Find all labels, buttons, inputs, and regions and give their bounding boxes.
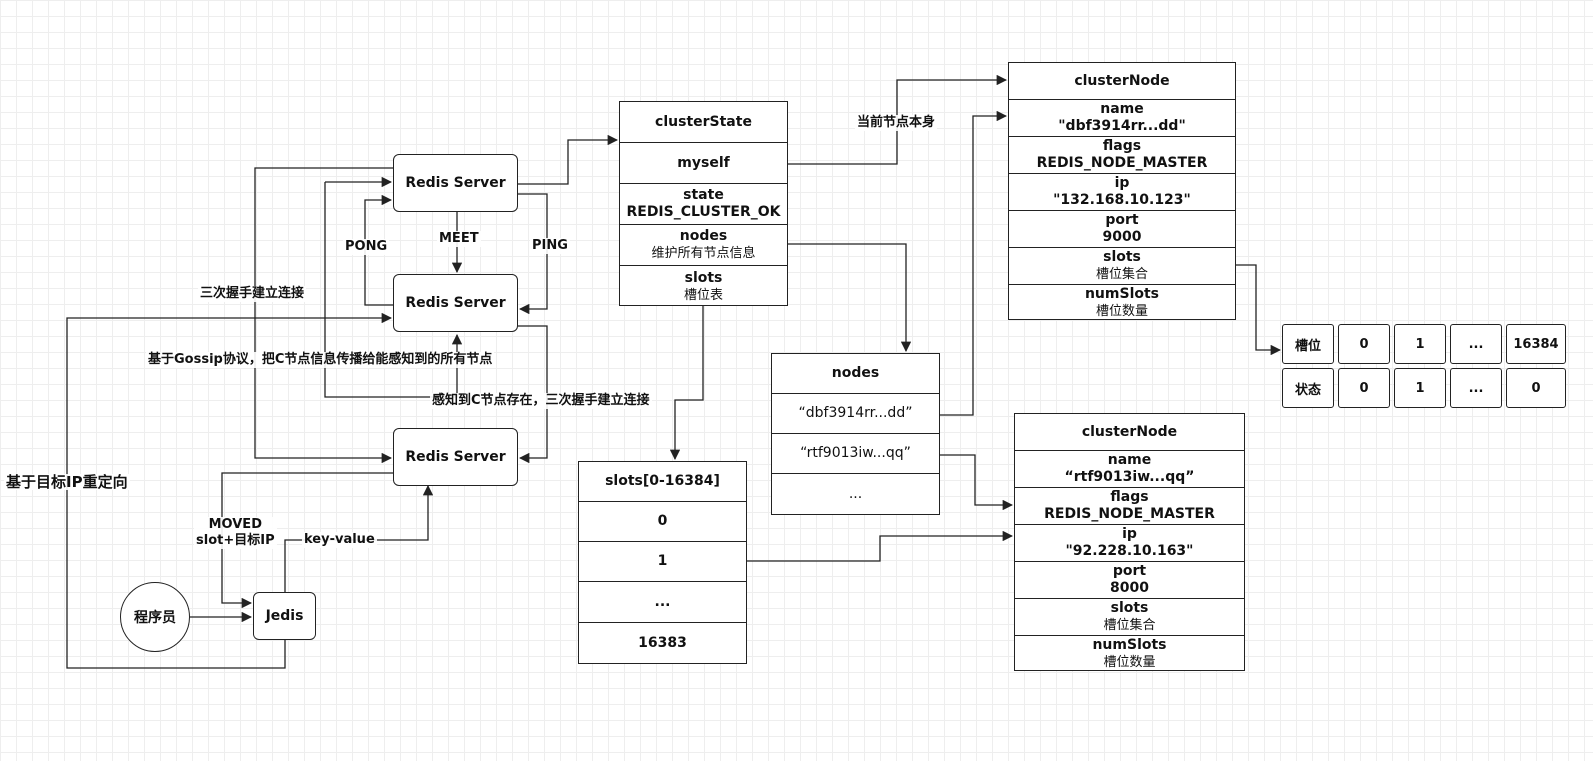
nodes-arrow — [788, 243, 912, 353]
cluster-node-2-ip: ip"92.228.10.163" — [1015, 525, 1244, 562]
aware-label: 感知到C节点存在，三次握手建立连接 — [430, 393, 652, 409]
cluster-state-title: clusterState — [620, 102, 787, 143]
cluster-node-1-name: name"dbf3914rr...dd" — [1009, 100, 1235, 137]
meet-label: MEET — [437, 231, 481, 247]
slots-array-1: 1 — [579, 542, 746, 582]
slot-table-cell: 0 — [1506, 368, 1566, 408]
slot-table-head-slot: 槽位 — [1282, 324, 1334, 364]
redis-server-middle: Redis Server — [393, 274, 518, 332]
slot-table-cell: 0 — [1338, 368, 1390, 408]
jedis-box: Jedis — [253, 592, 316, 640]
redis-server-top-label: Redis Server — [405, 175, 506, 191]
myself-note-label: 当前节点本身 — [855, 115, 938, 131]
slot-table-cell: 0 — [1338, 324, 1390, 364]
nodes-dict-more: ... — [848, 485, 863, 502]
redirect-label: 基于目标IP重定向 — [4, 473, 130, 491]
nodes-dict-title: nodes — [772, 354, 939, 394]
pong-label: PONG — [343, 239, 390, 255]
aware-arrow — [518, 325, 548, 464]
slot-table-head-state: 状态 — [1282, 368, 1334, 408]
redis-server-bottom: Redis Server — [393, 428, 518, 486]
nodes-dict-entry1: “dbf3914rr...dd” — [772, 394, 939, 434]
key-value-label: key-value — [302, 532, 377, 548]
slots-arrow — [669, 306, 704, 461]
slot-table-cell: ... — [1450, 368, 1502, 408]
redis-server-bottom-label: Redis Server — [405, 449, 506, 465]
handshake-label: 三次握手建立连接 — [198, 286, 307, 302]
cluster-node-1-ip: ip"132.168.10.123" — [1009, 174, 1235, 211]
moved-label-line1: MOVED — [208, 517, 262, 532]
programmer-label: 程序员 — [134, 610, 176, 626]
cluster-state-myself: myself — [620, 143, 787, 184]
jedis-label: Jedis — [265, 608, 304, 624]
redis-server-top: Redis Server — [393, 154, 518, 212]
entry1-arrow — [940, 110, 1008, 416]
ping-label: PING — [530, 238, 570, 254]
slots-array-title: slots[0-16384] — [579, 462, 746, 502]
slot-table-cell: 1 — [1394, 368, 1446, 408]
slots-table-arrow — [1236, 264, 1282, 356]
cluster-node-2-name: name“rtf9013iw...qq” — [1015, 451, 1244, 488]
redis-server-middle-label: Redis Server — [405, 295, 506, 311]
slot1-arrow — [747, 530, 1014, 562]
slots-array-0: 0 — [579, 502, 746, 542]
moved-label: MOVED slot+目标IP — [194, 517, 277, 549]
entry2-arrow — [940, 454, 1014, 511]
nodes-dict: nodes “dbf3914rr...dd” “rtf9013iw...qq” … — [771, 353, 940, 515]
slot-table-cell: 16384 — [1506, 324, 1566, 364]
gossip-label: 基于Gossip协议，把C节点信息传播给能感知到的所有节点 — [146, 352, 495, 368]
cluster-node-1-title: clusterNode — [1009, 63, 1235, 100]
moved-label-line2: slot+目标IP — [196, 533, 275, 548]
slots-array-more: ... — [579, 582, 746, 623]
cluster-node-2-title: clusterNode — [1015, 414, 1244, 451]
server-to-clusterstate-arrow — [518, 134, 619, 185]
nodes-dict-entry2: “rtf9013iw...qq” — [772, 434, 939, 474]
redirect-arrow — [66, 312, 393, 669]
slot-table-cell: ... — [1450, 324, 1502, 364]
slots-array: slots[0-16384] 0 1 ... 16383 — [578, 461, 747, 664]
slot-table-cell: 1 — [1394, 324, 1446, 364]
programmer-circle: 程序员 — [120, 582, 190, 652]
slots-array-last: 16383 — [638, 634, 687, 651]
handshake-arrow — [254, 167, 393, 464]
slot-table: 槽位 0 1 ... 16384 状态 0 1 ... 0 — [1282, 324, 1566, 408]
